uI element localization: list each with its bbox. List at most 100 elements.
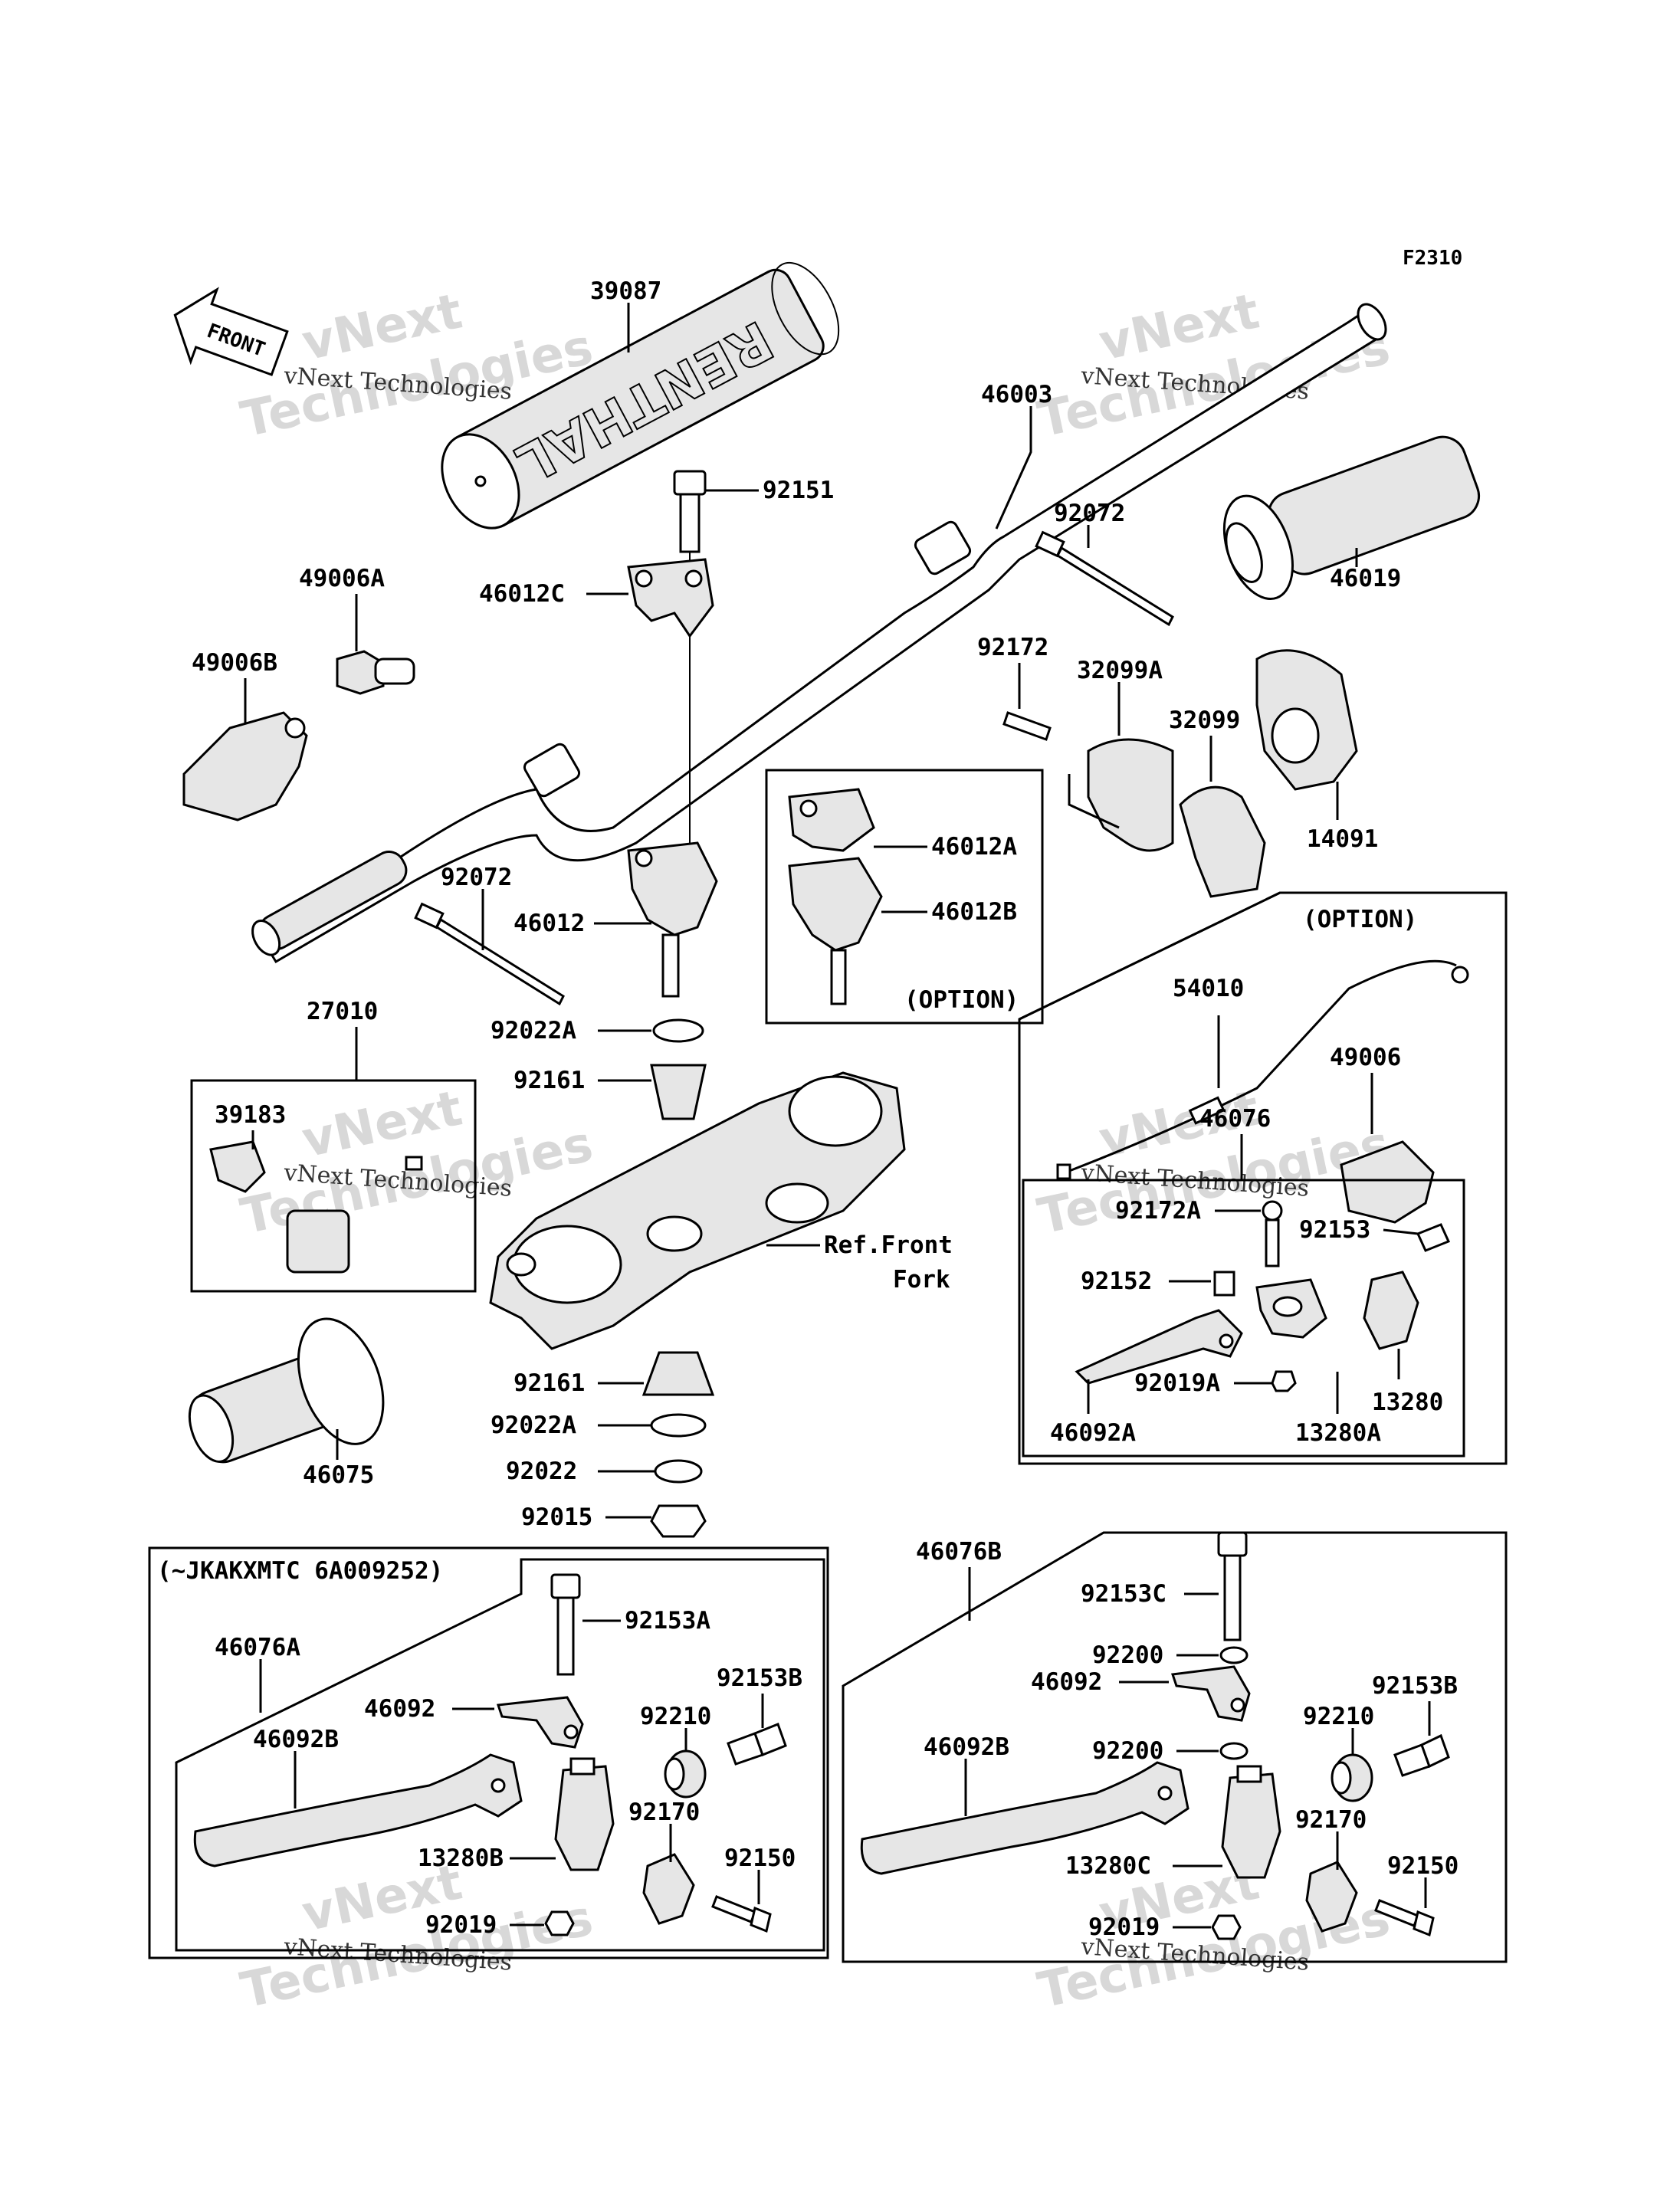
adjuster-92210-right [1331, 1753, 1373, 1802]
label-92153: 92153 [1299, 1216, 1370, 1244]
rubber-mount-92161-bottom [641, 1351, 715, 1396]
washer-92022A-top [652, 1018, 704, 1043]
bolt-92153C [1217, 1531, 1248, 1641]
label-92210-left: 92210 [640, 1703, 711, 1730]
leader-92153 [1383, 1228, 1419, 1235]
clamp-46012 [627, 841, 718, 998]
nut-92019A [1271, 1370, 1297, 1392]
watermark-bottom-left: vNext Technologies vNext Technologies [236, 1854, 598, 2019]
label-92200-top: 92200 [1092, 1641, 1163, 1669]
label-46076A: 46076A [215, 1634, 300, 1661]
label-92019A: 92019A [1134, 1369, 1220, 1397]
part-49006 [1340, 1140, 1435, 1224]
screw-92172A [1262, 1200, 1283, 1267]
label-46012: 46012 [514, 910, 585, 937]
bolt-92150-left [711, 1895, 772, 1933]
bolt-92153B-left [727, 1723, 787, 1766]
label-13280A: 13280A [1295, 1419, 1381, 1447]
label-46075: 46075 [303, 1461, 374, 1489]
label-13280B: 13280B [418, 1844, 504, 1872]
front-arrow-icon: FRONT [173, 287, 289, 376]
cable-tie-92072-left [414, 902, 565, 1006]
label-92019-right: 92019 [1088, 1913, 1160, 1941]
label-92015: 92015 [521, 1503, 592, 1531]
lever-46092-right [1170, 1665, 1251, 1722]
switch-39183 [209, 1140, 423, 1274]
figure-code: F2310 [1403, 247, 1462, 270]
label-46092B-left: 46092B [253, 1726, 339, 1753]
label-92172A: 92172A [1115, 1197, 1201, 1225]
label-46012B: 46012B [931, 898, 1017, 926]
lever-46092-left [496, 1696, 584, 1749]
bolt-92153B-right [1393, 1733, 1450, 1777]
label-46076: 46076 [1199, 1105, 1271, 1133]
leader-32099A-b [1068, 774, 1120, 829]
label-46012A: 46012A [931, 833, 1017, 861]
label-92022A-top: 92022A [491, 1017, 576, 1044]
label-92170-right: 92170 [1295, 1806, 1367, 1834]
nut-92015 [650, 1504, 707, 1538]
washer-92200-top [1219, 1646, 1249, 1664]
label-92153C: 92153C [1081, 1580, 1166, 1608]
label-46019: 46019 [1330, 565, 1401, 592]
throttle-cover-14091 [1255, 649, 1358, 791]
lever-46092B-left [193, 1753, 523, 1867]
grip-46075 [188, 1317, 385, 1464]
label-13280C: 13280C [1065, 1852, 1151, 1880]
label-39087: 39087 [590, 277, 661, 305]
nut-92019-right [1211, 1914, 1242, 1940]
part-49006B [182, 711, 308, 821]
label-92210-right: 92210 [1303, 1703, 1374, 1730]
triple-clamp-ref [489, 1071, 906, 1350]
label-92151: 92151 [763, 477, 834, 504]
throttle-housing-32099 [1179, 785, 1266, 898]
lever-46092B-right [860, 1761, 1189, 1875]
screw-92172 [1002, 711, 1052, 741]
option-box-edge [1019, 891, 1281, 1021]
throttle-housing-32099A [1087, 738, 1174, 852]
adjuster-92210-left [664, 1749, 707, 1799]
label-49006B: 49006B [192, 649, 277, 677]
label-92161-top: 92161 [514, 1067, 585, 1094]
clamp-46012A [788, 788, 875, 852]
option-label-clutch: (OPTION) [1303, 906, 1417, 933]
label-49006: 49006 [1330, 1044, 1401, 1071]
label-46012C: 46012C [479, 580, 565, 608]
label-ref-fork: Fork [893, 1266, 950, 1294]
clamp-46012B [788, 857, 883, 1005]
label-92161-bottom: 92161 [514, 1369, 585, 1397]
serial-note: (~JKAKXMTC 6A009252) [157, 1557, 443, 1585]
label-92022: 92022 [506, 1458, 577, 1485]
label-92150-left: 92150 [724, 1844, 796, 1872]
label-92072-top: 92072 [1054, 500, 1125, 527]
inner-box-46076 [1022, 1179, 1465, 1458]
bolt-92151 [673, 470, 707, 553]
holder-13280 [1363, 1271, 1419, 1350]
bolt-92153 [1416, 1223, 1451, 1252]
cable-tie-92072-top [1035, 530, 1174, 627]
clamp-46012C [627, 558, 714, 638]
holder-13280A [1255, 1278, 1327, 1339]
label-27010: 27010 [307, 998, 378, 1025]
inner-box-46076A [175, 1558, 825, 1952]
label-46003: 46003 [981, 381, 1052, 408]
label-92153B-left: 92153B [717, 1664, 802, 1692]
grip-46019 [1222, 435, 1481, 601]
label-92072-left: 92072 [441, 864, 512, 891]
box-lever-left [148, 1546, 829, 1959]
holder-13280B [554, 1757, 615, 1871]
label-92200-bottom: 92200 [1092, 1737, 1163, 1765]
handlebar-46003 [251, 303, 1387, 964]
label-54010: 54010 [1173, 975, 1244, 1002]
option-label-clamps: (OPTION) [904, 986, 1019, 1014]
label-46092A: 46092A [1050, 1419, 1136, 1447]
holder-13280C [1221, 1765, 1281, 1879]
washer-92200-bottom [1219, 1742, 1249, 1760]
box-46076B [842, 1531, 1508, 1963]
label-32099A: 32099A [1077, 657, 1163, 684]
part-49006A [336, 650, 415, 695]
bolt-92153A [550, 1573, 581, 1676]
label-46076B: 46076B [916, 1538, 1002, 1566]
